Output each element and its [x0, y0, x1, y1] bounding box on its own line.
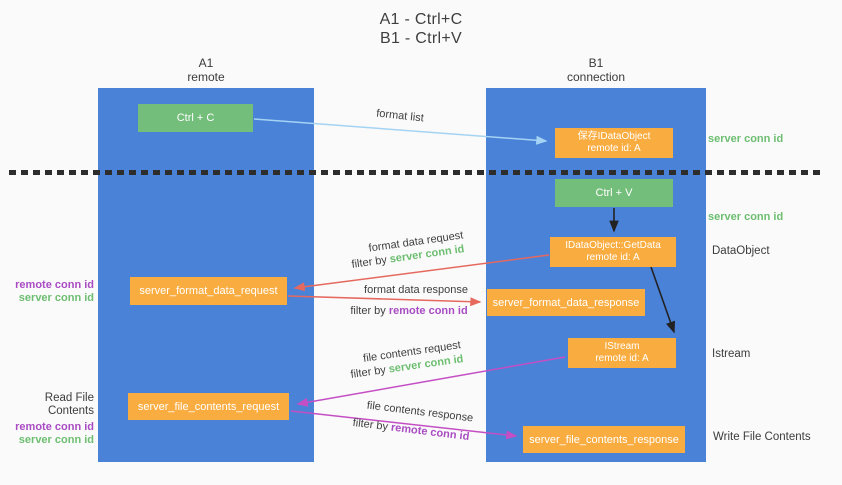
getdata-line1: IDataObject::GetData	[565, 239, 661, 251]
server-format-data-request-label: server_format_data_request	[139, 285, 278, 297]
filter-by-remote-conn-id-label-1: filter by remote conn id	[350, 305, 467, 317]
server-conn-id-label-2: server conn id	[18, 434, 94, 446]
save-idataobject-node: 保存IDataObject remote id: A	[555, 128, 673, 158]
lane-a1-role: remote	[187, 70, 225, 84]
server-file-contents-response-node: server_file_contents_response	[523, 426, 685, 453]
format-list-edge-label: format list	[375, 107, 425, 125]
server-format-data-response-node: server_format_data_response	[487, 289, 645, 316]
title-line-1: A1 - Ctrl+C	[379, 11, 463, 28]
save-idataobject-line1: 保存IDataObject	[577, 130, 651, 142]
ctrl-c-node: Ctrl + C	[138, 104, 253, 132]
getdata-line2: remote id: A	[586, 252, 640, 263]
server-file-contents-response-label: server_file_contents_response	[529, 433, 679, 446]
diagram-title: A1 - Ctrl+C B1 - Ctrl+V	[0, 10, 842, 48]
remote-conn-id-label-1: remote conn id	[15, 279, 94, 291]
server-conn-id-label-mid: server conn id	[708, 211, 784, 223]
ctrl-v-node: Ctrl + V	[555, 179, 673, 207]
remote-conn-id-label-2: remote conn id	[15, 421, 94, 433]
lane-a1-name: A1	[198, 56, 214, 70]
write-file-contents-label: Write File Contents	[713, 431, 811, 443]
filter-remote-conn-id-1: remote conn id	[388, 305, 468, 317]
filter-by-text-1: filter by	[350, 253, 391, 271]
dataobject-label: DataObject	[712, 245, 770, 257]
filter-remote-conn-id-2: remote conn id	[390, 421, 470, 444]
idataobject-getdata-node: IDataObject::GetData remote id: A	[550, 237, 676, 267]
istream-line2: remote id: A	[595, 353, 649, 364]
filter-by-text-3: filter by	[349, 363, 390, 381]
title-line-2: B1 - Ctrl+V	[380, 30, 462, 47]
phase-separator-dotted-line	[9, 170, 824, 175]
server-conn-id-label-1: server conn id	[18, 292, 94, 304]
server-format-data-response-label: server_format_data_response	[492, 296, 640, 309]
left-conn-id-block-2: Read File Contents remote conn id server…	[0, 392, 94, 447]
lane-header-a1: A1 remote	[98, 56, 314, 84]
server-conn-id-label-top: server conn id	[708, 133, 784, 145]
lane-b1-name: B1	[588, 56, 604, 70]
ctrl-c-label: Ctrl + C	[176, 112, 215, 124]
format-data-response-arrow	[287, 295, 482, 307]
lane-header-b1: B1 connection	[486, 56, 706, 84]
save-idataobject-line2: remote id: A	[587, 143, 641, 154]
filter-by-text-4: filter by	[352, 416, 392, 434]
read-file-contents-label: Read File Contents	[44, 392, 94, 417]
server-file-contents-request-node: server_file_contents_request	[128, 393, 289, 420]
istream-node: IStream remote id: A	[568, 338, 676, 368]
istream-side-label: Istream	[712, 348, 751, 360]
lane-b1-role: connection	[566, 70, 626, 84]
filter-by-text-2: filter by	[350, 305, 389, 317]
left-conn-id-block-1: remote conn id server conn id	[0, 279, 94, 305]
format-data-response-edge-label: format data response	[364, 284, 468, 296]
istream-line1: IStream	[604, 340, 640, 352]
server-file-contents-request-label: server_file_contents_request	[137, 400, 280, 413]
server-format-data-request-node: server_format_data_request	[130, 277, 287, 305]
ctrl-v-label: Ctrl + V	[595, 187, 633, 199]
